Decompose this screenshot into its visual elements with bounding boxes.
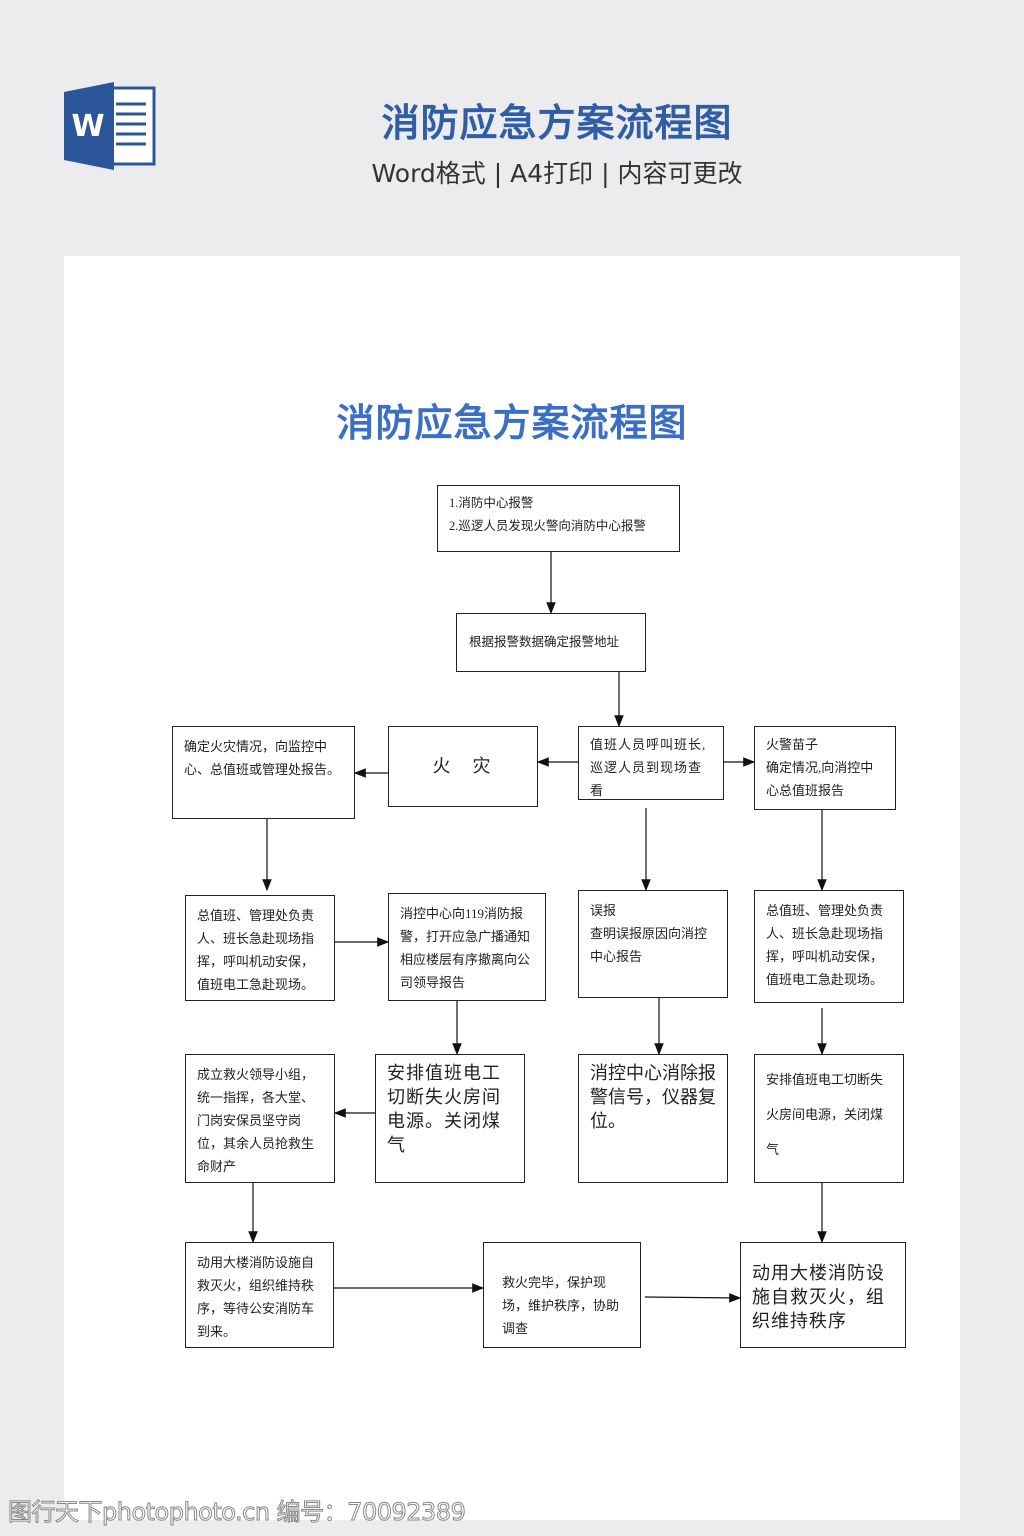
header-subtitle: Word格式 | A4打印 | 内容可更改 xyxy=(371,159,743,188)
flow-box-call-119: 消控中心向119消防报警，打开应急广播通知相应楼层有序撤离向公司领导报告 xyxy=(388,893,546,1001)
flow-box-check: 值班人员呼叫班长,巡逻人员到现场查看 xyxy=(578,726,724,800)
flow-box-report-fire: 确定火灾情况，向监控中心、总值班或管理处报告。 xyxy=(172,726,355,819)
flow-box-minor-fire: 火警苗子确定情况,向消控中心总值班报告 xyxy=(754,726,896,810)
flow-box-fire: 火灾 xyxy=(388,726,538,807)
word-icon: W xyxy=(64,82,156,170)
flow-box-command-right: 总值班、管理处负责人、班长急赴现场指挥，呼叫机动安保，值班电工急赴现场。 xyxy=(754,890,904,1003)
document-title: 消防应急方案流程图 xyxy=(336,401,688,445)
svg-text:W: W xyxy=(71,109,104,144)
flow-box-cut-power-right: 安排值班电工切断失火房间电源，关闭煤气 xyxy=(754,1054,904,1183)
flow-box-self-rescue: 动用大楼消防设施自救灭火，组织维持秩序，等待公安消防车到来。 xyxy=(185,1242,334,1348)
flow-box-rescue-team: 成立救火领导小组，统一指挥，各大堂、门岗安保员坚守岗位，其余人员抢救生命财产 xyxy=(185,1054,335,1183)
flow-box-cut-power: 安排值班电工切断失火房间电源。关闭煤气 xyxy=(375,1054,525,1183)
header-title: 消防应急方案流程图 xyxy=(381,101,733,145)
flow-box-command-left: 总值班、管理处负责人、班长急赴现场指挥，呼叫机动安保，值班电工急赴现场。 xyxy=(185,895,335,1001)
watermark: 图行天下photophoto.cn 编号：70092389 xyxy=(7,1498,466,1527)
flow-box-aftermath: 救火完毕，保护现场，维护秩序，协助调查 xyxy=(483,1242,641,1348)
flow-box-false-alarm: 误报查明误报原因向消控中心报告 xyxy=(578,890,728,998)
flow-box-self-rescue-right: 动用大楼消防设施自救灭火，组织维持秩序 xyxy=(740,1242,906,1348)
flow-box-locate: 根据报警数据确定报警地址 xyxy=(456,613,646,672)
arrow xyxy=(644,1293,742,1303)
flow-box-reset-alarm: 消控中心消除报警信号，仪器复位。 xyxy=(578,1054,728,1183)
